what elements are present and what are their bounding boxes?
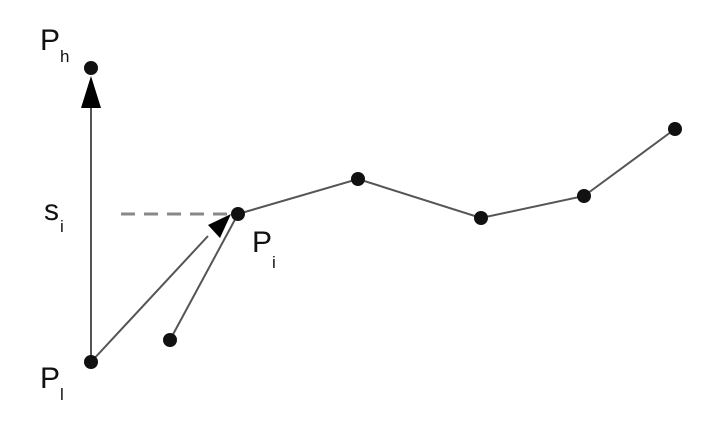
label-si-subscript: i (60, 217, 64, 236)
label-si: s (44, 194, 59, 227)
trajectory-point-start (163, 333, 177, 347)
trajectory-point-3 (351, 172, 365, 186)
trajectory-point-6 (668, 122, 682, 136)
vector-pl-to-pi-line (90, 235, 209, 363)
vertical-arrowhead (81, 76, 101, 108)
label-pl-subscript: l (60, 385, 64, 404)
label-pi: P (252, 226, 272, 259)
point-pi (231, 207, 245, 221)
point-ph (84, 61, 98, 75)
trajectory-point-5 (577, 189, 591, 203)
label-pi-subscript: i (272, 253, 276, 272)
trajectory-point-4 (474, 211, 488, 225)
label-pl: P (40, 362, 60, 395)
vector-pl-to-pi-arrowhead (208, 214, 231, 238)
label-ph: P (40, 24, 60, 57)
label-ph-subscript: h (60, 47, 69, 66)
trajectory-polyline (169, 128, 676, 341)
point-pl (84, 355, 98, 369)
